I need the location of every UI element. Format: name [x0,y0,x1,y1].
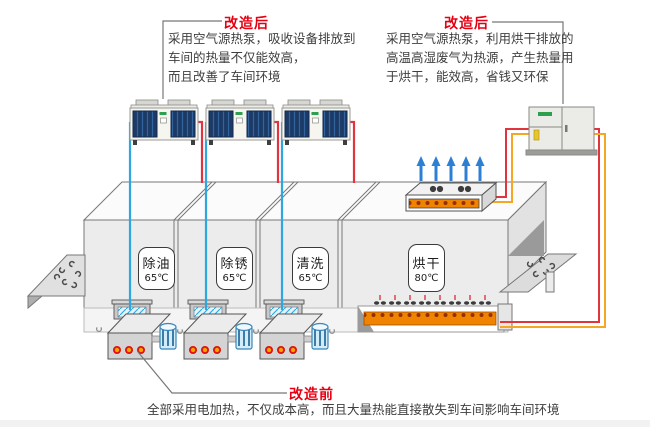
section-dividers [173,181,381,308]
section-name: 除油 [142,257,171,272]
hot-pipe-orange-to-heater [500,133,606,328]
section-label-rinsing: 清洗 65℃ [292,247,329,290]
conveyor-post [545,271,555,293]
callout-left-connector [162,20,222,99]
callout-left-line-3: 而且改善了车间环境 [168,69,281,84]
brand-logo [538,112,552,116]
electric-heater-strip [363,311,497,326]
section-temp: 65℃ [144,273,169,284]
callout-after-right-text: 采用空气源热泵，利用烘干排放的 高温高湿废气为热源，产生热量用 于烘干，能效高，… [386,29,574,86]
hot-pipe-1 [198,120,204,183]
hot-pipe-2 [274,120,280,183]
section-label-drying: 烘干 80℃ [408,244,445,292]
heat-recovery-pipes [486,128,606,328]
bottom-strip [0,420,650,427]
callout-after-left-title: 改造后 [224,16,269,32]
heat-pump-unit-2 [205,99,275,146]
heat-pump-pipes [128,120,356,310]
warning-label [533,129,540,141]
callout-connectors [137,20,564,394]
section-temp: 80℃ [414,272,439,284]
section-temp: 65℃ [298,273,323,284]
exit-opening-shadow [508,220,544,256]
hot-pipe-red-to-heater [500,128,600,323]
section-name: 烘干 [412,256,441,272]
callout-right-connector [492,21,564,104]
section-temp: 65℃ [222,273,247,284]
callout-before-title: 改造前 [289,387,334,403]
callout-right-line-3: 于烘干，能效高，省钱又环保 [386,69,549,84]
callout-after-right-title: 改造后 [444,16,489,32]
callout-before-text: 全部采用电加热，不仅成本高，而且大量热能直接散失到车间影响车间环境 [147,402,560,417]
callout-left-line-2: 车间的热量不仅能效高， [168,50,306,65]
hot-pipe-orange-to-vent [486,133,529,203]
section-label-degreasing: 除油 65℃ [138,247,175,290]
machine-leg [497,303,513,331]
callout-left-line-1: 采用空气源热泵，吸收设备排放到 [168,31,356,46]
drying-heat-pump-unit [525,106,598,156]
conveyor-hooks [95,325,336,335]
exhaust-vent-box [404,181,498,213]
vent-heater-strip [408,198,480,209]
heat-pump-unit-3 [281,99,351,146]
hot-pipe-3 [350,120,356,183]
entry-conveyor [26,254,86,310]
vent-fan-icon [429,185,472,193]
callout-bottom-connector [137,351,287,394]
section-label-derusting: 除锈 65℃ [216,247,253,290]
heat-pump-unit-1 [129,99,199,146]
exhaust-up-arrows [416,156,485,181]
callout-right-line-2: 高温高湿废气为热源，产生热量用 [386,50,574,65]
dryer-bottom-heater [357,294,505,333]
section-name: 清洗 [296,257,325,272]
section-name: 除锈 [220,257,249,272]
callout-after-left-text: 采用空气源热泵，吸收设备排放到 车间的热量不仅能效高， 而且改善了车间环境 [168,29,356,86]
exit-conveyor [497,253,578,331]
callout-right-line-1: 采用空气源热泵，利用烘干排放的 [386,31,574,46]
